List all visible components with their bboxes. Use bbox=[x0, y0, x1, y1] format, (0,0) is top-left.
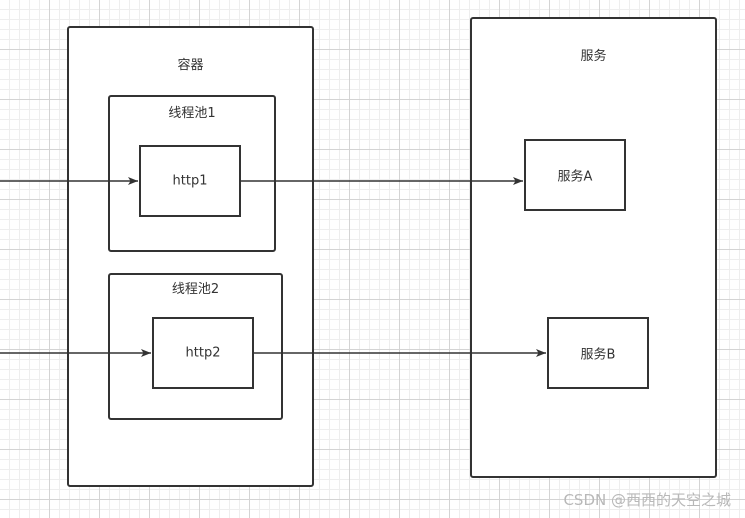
http2-node: http2 bbox=[152, 317, 254, 389]
container-title: 容器 bbox=[177, 58, 204, 73]
http2-label: http2 bbox=[185, 345, 221, 361]
http1-node: http1 bbox=[139, 145, 241, 217]
thread-pool-2-title: 线程池2 bbox=[171, 282, 220, 297]
service-a-label: 服务A bbox=[557, 169, 593, 185]
services-title: 服务 bbox=[580, 49, 607, 64]
thread-pool-1-title: 线程池1 bbox=[168, 106, 216, 121]
services-group: 服务 bbox=[470, 17, 717, 478]
http1-label: http1 bbox=[172, 173, 208, 189]
thread-pool-1: 线程池1 bbox=[108, 95, 276, 252]
service-b-node: 服务B bbox=[547, 317, 649, 389]
watermark: CSDN @西西的天空之城 bbox=[563, 491, 731, 509]
service-b-label: 服务B bbox=[580, 347, 616, 363]
service-a-node: 服务A bbox=[524, 139, 626, 211]
